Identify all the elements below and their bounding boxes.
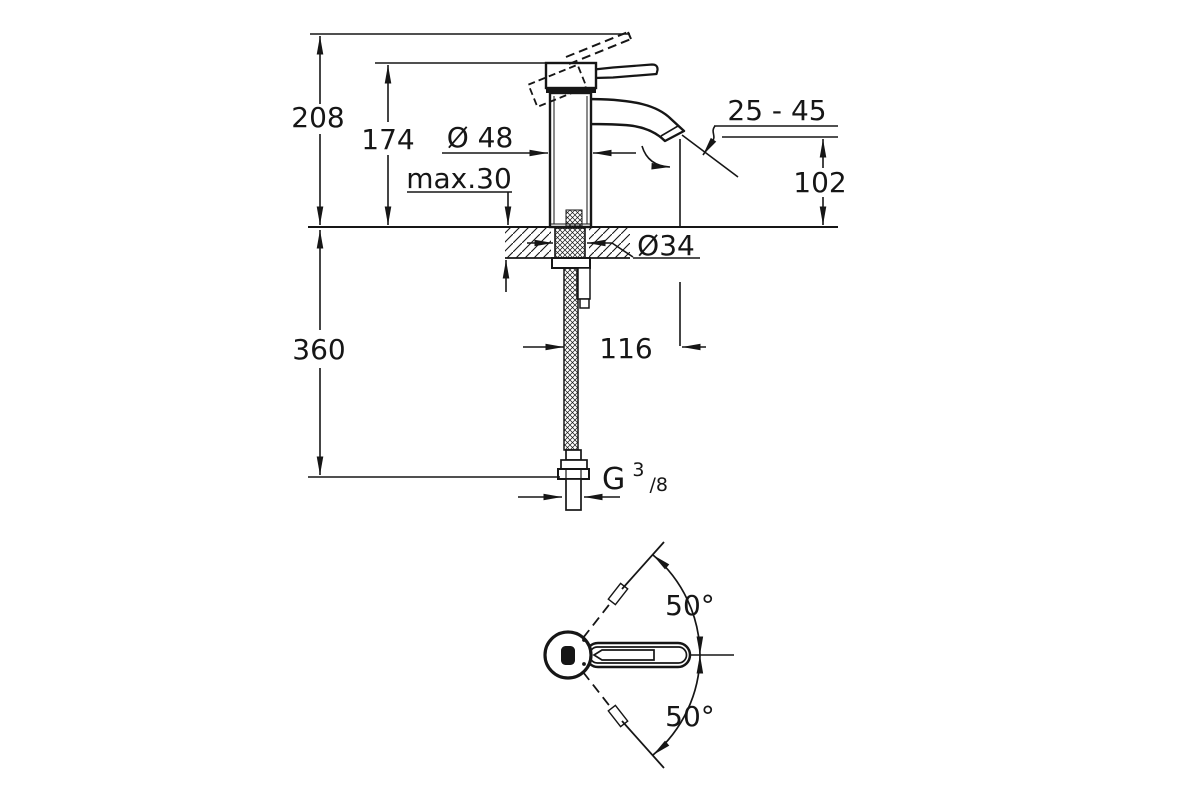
body-height-label: 174 (361, 123, 414, 156)
spout-height-label: 102 (793, 166, 846, 199)
locknut (551, 257, 591, 269)
top-view-hub (543, 630, 593, 680)
total-height-label: 208 (291, 101, 344, 134)
jet-axis-line (681, 134, 739, 178)
swivel-angle-arcs: 50° 50° (652, 554, 715, 756)
dimension-spout-height: 102 (793, 139, 847, 225)
faucet-body (544, 61, 598, 229)
aerator-face-line (660, 125, 679, 137)
jet-swivel-arrow (641, 145, 671, 170)
swivel-angle-lower-label: 50° (665, 700, 715, 733)
lever-rotated-positions (582, 541, 665, 769)
dimension-spout-reach: 116 (523, 332, 706, 365)
hose-inside-body (565, 209, 583, 227)
dimension-body-height: 174 (361, 65, 415, 225)
flexible-hose (563, 267, 579, 451)
hex-nut (557, 468, 590, 480)
mounting-shank (551, 227, 591, 451)
spout-reach-label: 116 (599, 332, 652, 365)
top-view-lever (584, 641, 692, 669)
thread-numerator: 3 (632, 459, 644, 481)
thread-tube (565, 478, 582, 511)
hub-marker (561, 646, 575, 665)
dimension-thread: G 3 /8 (518, 459, 668, 501)
handle-lever (592, 63, 659, 80)
thread-label: G 3 /8 (602, 459, 668, 497)
dimension-max-deck-thickness: max.30 (406, 162, 512, 292)
hose-length-label: 360 (292, 333, 345, 366)
front-view: 208 174 Ø 48 max.30 Ø34 (291, 31, 847, 511)
swivel-angle-upper-label: 50° (665, 589, 715, 622)
handle-raised-dashed (527, 31, 632, 109)
dimension-hose-length: 360 (292, 230, 346, 475)
lever-slot (592, 649, 655, 661)
dimension-shank-diameter: Ø34 (527, 229, 695, 262)
thread-denominator: /8 (650, 474, 669, 496)
thread-g: G (602, 462, 625, 497)
hose-end-fitting (557, 449, 590, 511)
body-diameter-label: Ø 48 (447, 121, 514, 154)
dimension-body-diameter: Ø 48 (442, 121, 636, 157)
dimension-aerator-range: 25 - 45 (641, 94, 827, 178)
fixing-stud (576, 267, 591, 300)
cap-ring (546, 87, 596, 93)
top-view: 50° 50° (543, 541, 734, 769)
max-deck-thickness-label: max.30 (406, 162, 512, 195)
spout (584, 97, 686, 143)
shank-diameter-label: Ø34 (637, 229, 695, 262)
aerator-range-label: 25 - 45 (727, 94, 826, 127)
reference-lines (308, 33, 838, 478)
dimension-total-height: 208 (291, 36, 345, 225)
